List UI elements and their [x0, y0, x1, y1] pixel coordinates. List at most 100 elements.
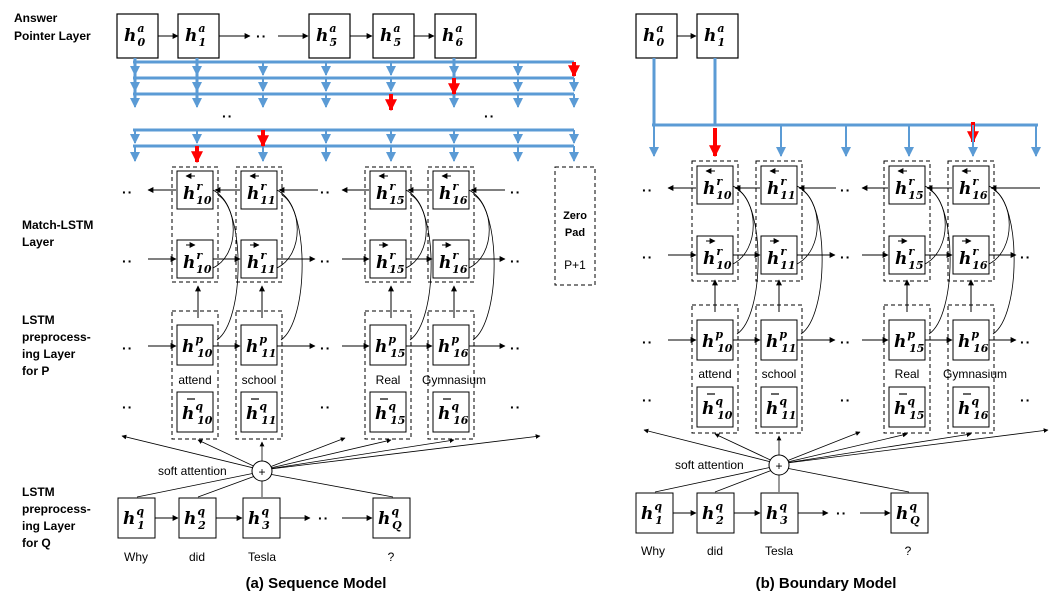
zero-pad-index: P+1 [564, 258, 586, 272]
svg-text:hqQ: hqQ [896, 500, 920, 527]
bnd-forward-ellipsis-right: ·· [1020, 249, 1031, 265]
label-lstm-q-line4: for Q [22, 536, 51, 550]
seq-question-word-qmark: ? [388, 550, 395, 564]
svg-text:ha1: ha1 [185, 22, 206, 49]
svg-text:ha0: ha0 [124, 22, 146, 49]
seq-p-ellipsis-mid: ·· [320, 340, 331, 356]
seq-backward-ellipsis-right: ·· [510, 184, 521, 200]
bnd-backward-ellipsis-mid: ·· [840, 182, 851, 198]
bnd-attn-ellipsis-left: ·· [642, 392, 653, 408]
bnd-plus-symbol: + [775, 459, 782, 473]
seq-attn-ellipsis-right: ·· [510, 399, 521, 415]
label-lstm-q-line2: preprocess- [22, 502, 91, 516]
seq-pointer-grid [133, 58, 574, 148]
svg-text:ha0: ha0 [643, 22, 665, 49]
label-match-lstm-line1: Match-LSTM [22, 218, 93, 232]
bnd-forward-ellipsis-mid: ·· [840, 249, 851, 265]
svg-text:ha6: ha6 [442, 22, 464, 49]
svg-text:ha5: ha5 [316, 22, 337, 49]
bnd-soft-attention-label: soft attention [675, 458, 744, 472]
svg-text:hq3: hq3 [248, 505, 270, 532]
seq-up-arrows [195, 285, 457, 318]
seq-question-word-tesla: Tesla [248, 550, 276, 564]
bnd-question-word-qmark: ? [905, 544, 912, 558]
seq-forward-ellipsis-left: ·· [122, 253, 133, 269]
svg-text:hq3: hq3 [766, 500, 788, 527]
bnd-plus-node [768, 454, 790, 476]
svg-text:hq2: hq2 [184, 505, 206, 532]
bnd-attn-ellipsis-right: ·· [1020, 392, 1031, 408]
bnd-word-attend: attend [698, 367, 731, 381]
seq-grid-ellipsis-2: ·· [484, 108, 495, 124]
bnd-question-word-why: Why [641, 544, 665, 558]
seq-word-real: Real [376, 373, 401, 387]
left-labels: Answer Pointer Layer Match-LSTM Layer LS… [14, 11, 93, 550]
bnd-soft-attention: soft attention + [675, 454, 790, 476]
zero-pad-line2: Pad [565, 227, 585, 239]
label-lstm-q-line3: ing Layer [22, 519, 76, 533]
seq-pointer-selected [191, 62, 580, 164]
seq-p-ellipsis-left: ·· [122, 340, 133, 356]
seq-attn-ellipsis-mid: ·· [320, 399, 331, 415]
seq-caption: (a) Sequence Model [246, 575, 387, 592]
seq-attention-arcs [212, 189, 495, 341]
bnd-p-ellipsis-left: ·· [642, 334, 653, 350]
svg-text:ha1: ha1 [704, 22, 725, 49]
bnd-question-ellipsis: ·· [836, 505, 847, 521]
seq-question-ellipsis: ·· [318, 510, 329, 526]
seq-question-word-did: did [189, 550, 205, 564]
seq-question-word-why: Why [124, 550, 148, 564]
svg-text:hq1: hq1 [641, 500, 663, 527]
seq-backward-ellipsis-left: ·· [122, 184, 133, 200]
bnd-pointer-selected [709, 122, 979, 158]
seq-backward-ellipsis-mid: ·· [320, 184, 331, 200]
seq-forward-ellipsis-mid: ·· [320, 253, 331, 269]
seq-p-ellipsis-right: ·· [510, 340, 521, 356]
bnd-up-arrows [712, 279, 974, 312]
